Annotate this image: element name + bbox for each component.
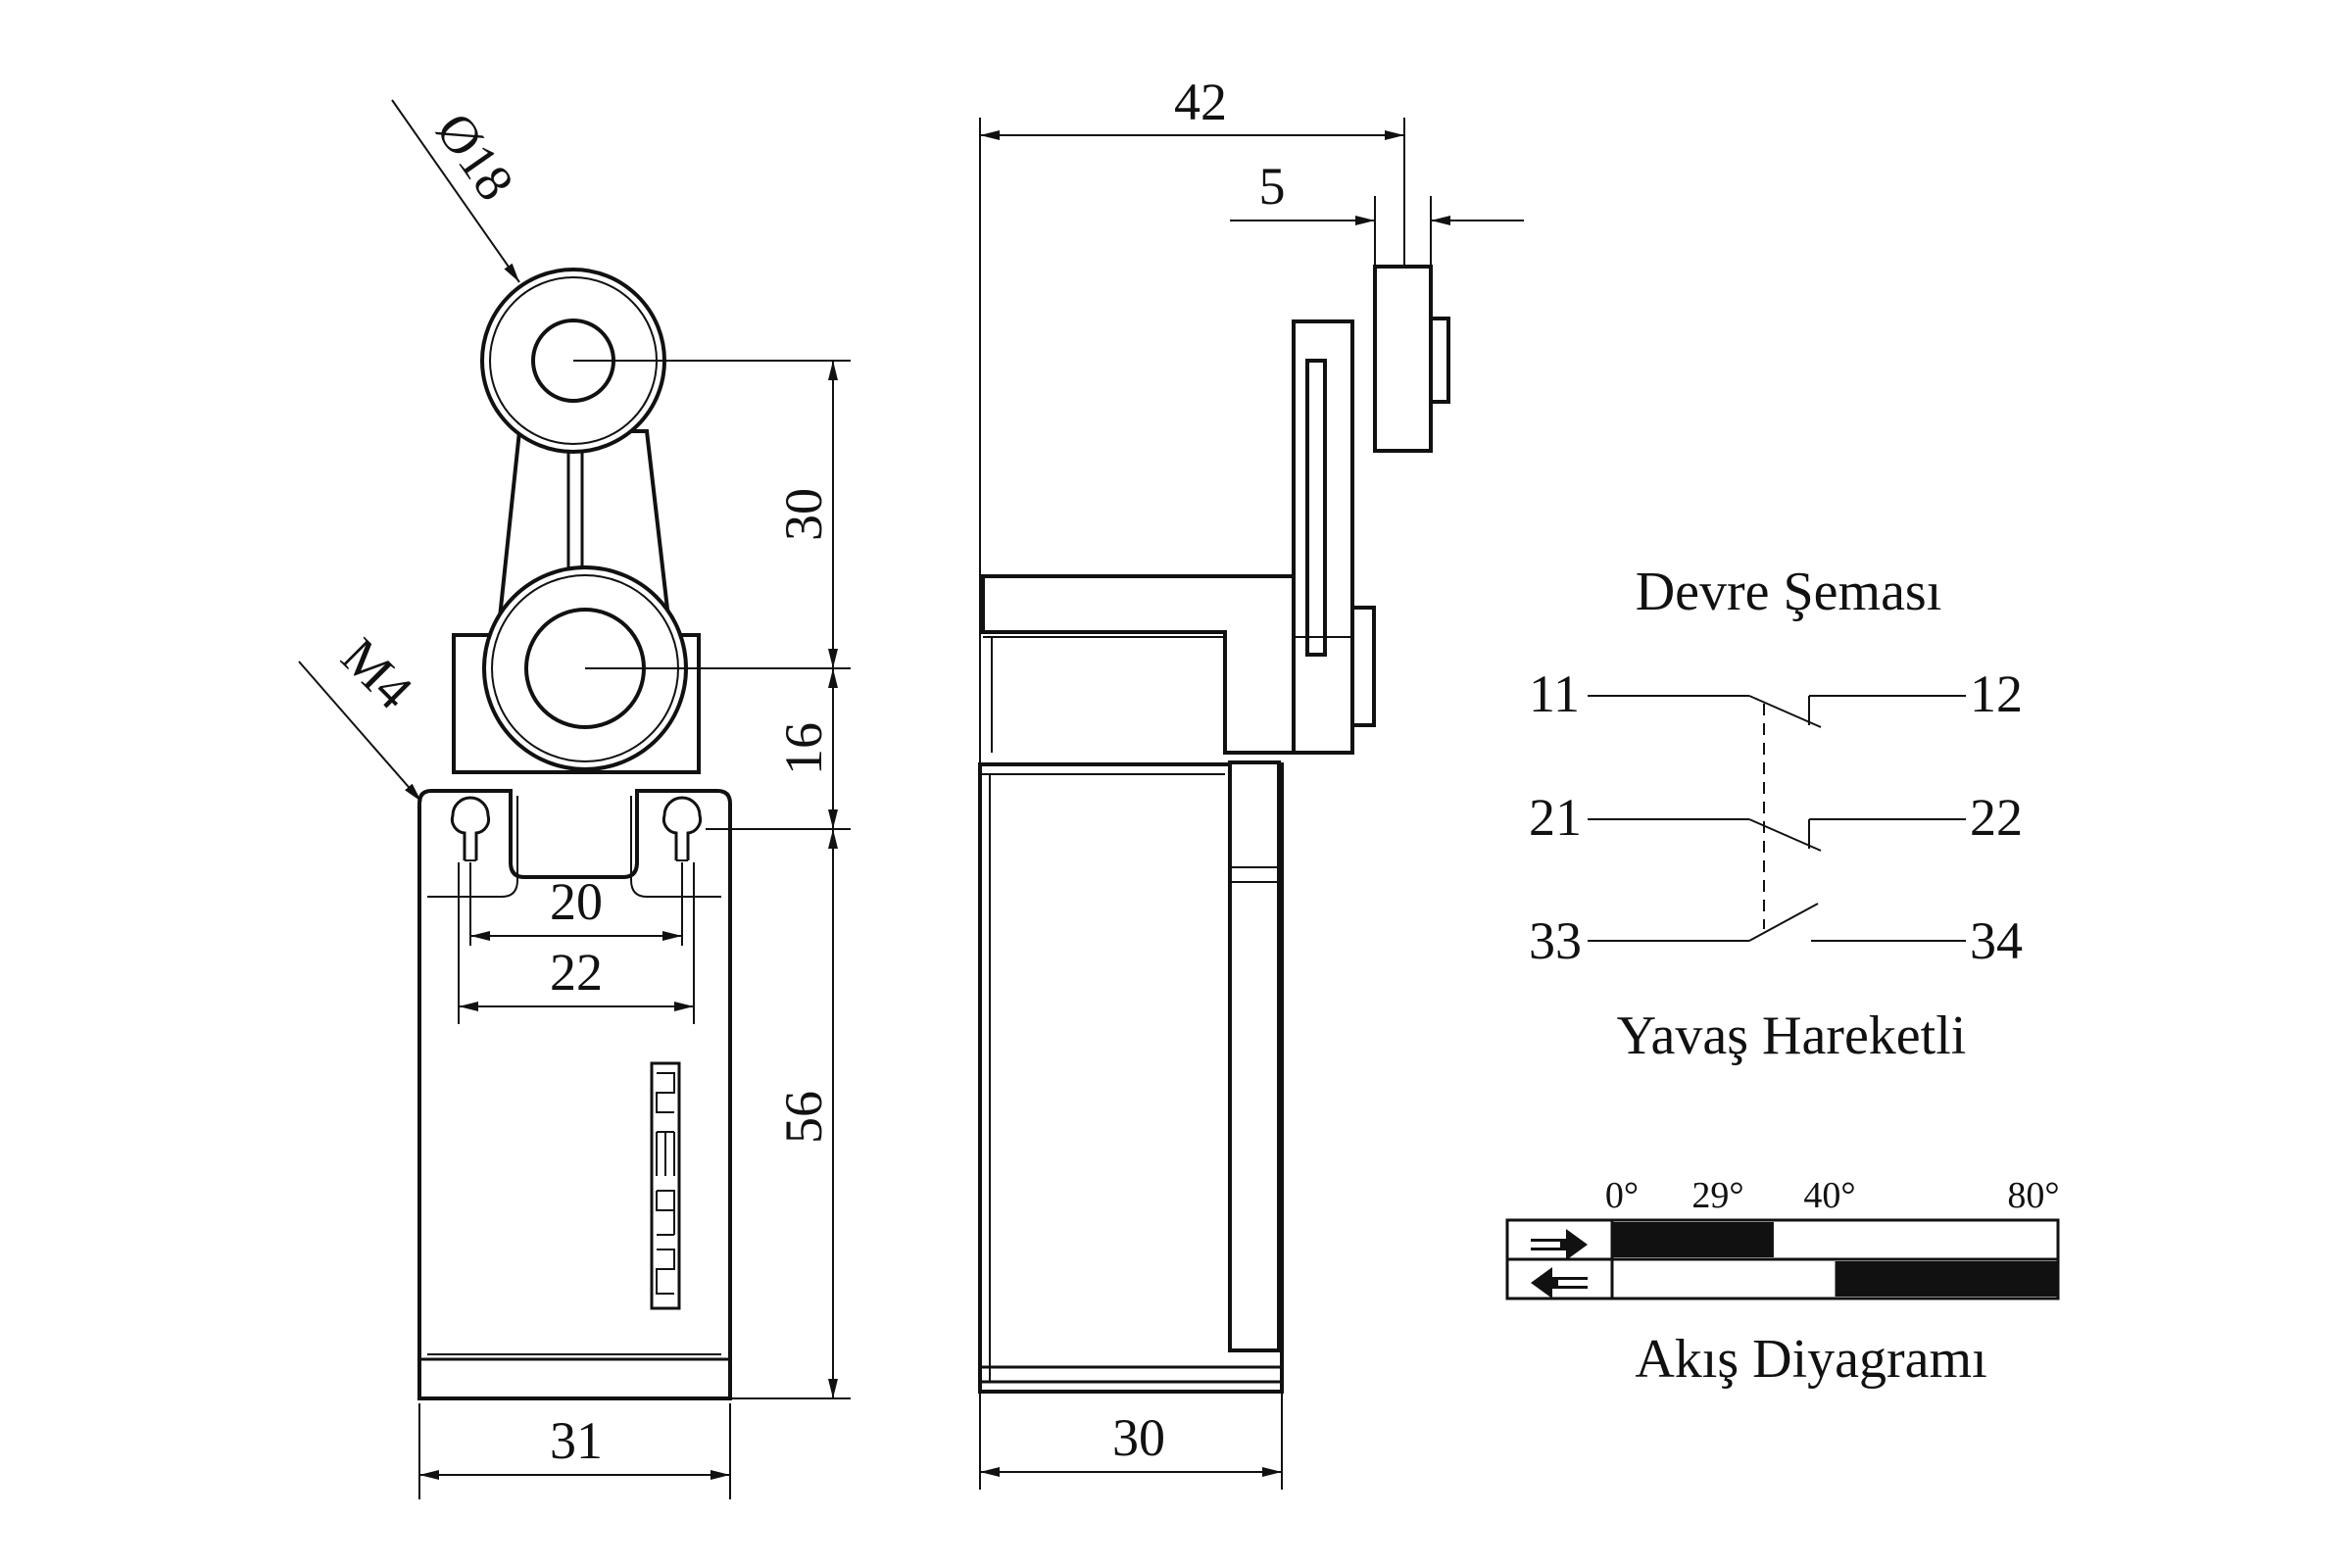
terminal-11: 11 (1529, 664, 1580, 723)
terminal-34: 34 (1970, 911, 2023, 970)
arrow-right-icon (1531, 1229, 1588, 1260)
side-view: 42 5 30 (978, 73, 1524, 1490)
flow-degree-label: 40° (1803, 1175, 1855, 1216)
leader-thread (298, 661, 422, 803)
circuit-subtitle: Yavaş Hareketli (1617, 1005, 1967, 1066)
dim-31-label: 31 (550, 1411, 603, 1470)
dim-5-label: 5 (1259, 157, 1286, 216)
dim-30-depth-label: 30 (1112, 1408, 1165, 1467)
circuit-title: Devre Şeması (1636, 562, 1942, 622)
arrow-left-icon (1531, 1267, 1588, 1298)
terminal-22: 22 (1970, 788, 2023, 847)
contact-nc-2 (1588, 818, 1966, 852)
contact-no (1588, 903, 1966, 942)
thread-label: M4 (330, 627, 423, 720)
dim-20-label: 20 (550, 872, 603, 931)
dim-56-label: 56 (774, 1091, 833, 1144)
dim-42-label: 42 (1174, 73, 1227, 131)
brand-logo (650, 1061, 681, 1310)
contact-nc-1 (1588, 695, 1966, 728)
dim-16-label: 16 (774, 722, 833, 775)
mounting-hole-right (662, 796, 703, 861)
terminal-21: 21 (1529, 788, 1582, 847)
flow-degree-label: 80° (2007, 1175, 2059, 1216)
roller-diameter-label: Ø18 (424, 102, 524, 211)
dim-30-label: 30 (774, 488, 833, 541)
flow-caption: Akış Diyagramı (1635, 1329, 1986, 1390)
flow-degree-label: 29° (1691, 1175, 1743, 1216)
terminal-12: 12 (1970, 664, 2023, 723)
dim-22-label: 22 (550, 943, 603, 1002)
leader-diameter (391, 99, 520, 283)
flow-degree-label: 0° (1605, 1175, 1639, 1216)
side-roller (1373, 265, 1433, 453)
circuit-diagram: Devre Şeması 11 12 21 22 33 34 Yavaş Har… (1529, 562, 2023, 1066)
side-lid (1228, 760, 1281, 1352)
terminal-33: 33 (1529, 911, 1582, 970)
mounting-hole-left (450, 796, 491, 861)
flow-bar-forward (1612, 1222, 1774, 1257)
side-head (981, 574, 1296, 755)
front-view: 30 16 56 20 22 31 Ø18 M4 (298, 99, 851, 1499)
flow-bar-return (1835, 1261, 2058, 1297)
flow-diagram: 0° 29° 40° 80° Akış Diyagramı (1505, 1175, 2060, 1390)
